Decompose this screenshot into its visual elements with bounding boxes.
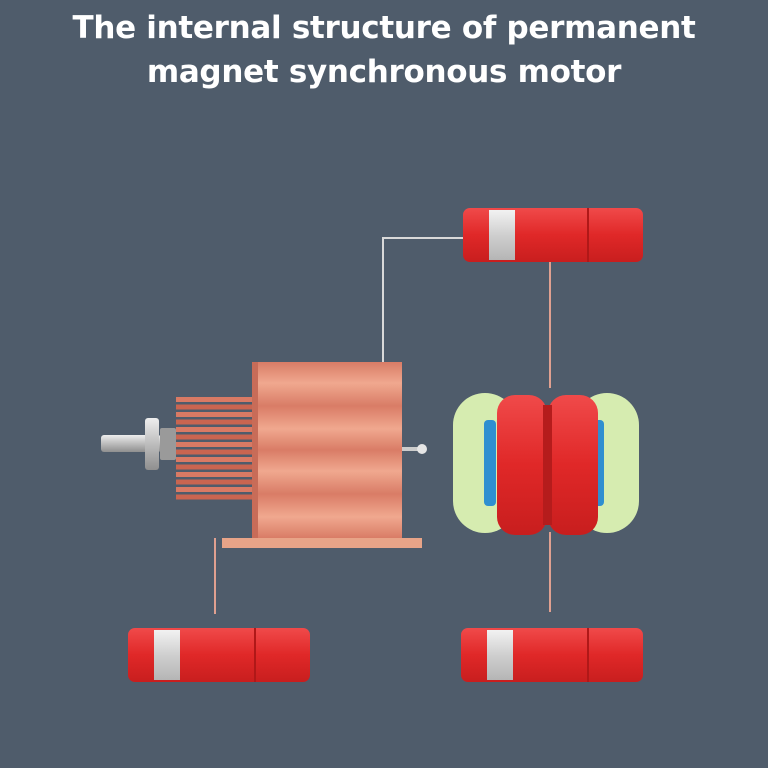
rear-shaft-cap <box>417 444 427 454</box>
cooling-fin <box>176 404 252 410</box>
cooling-fins <box>176 397 252 500</box>
cooling-fin <box>176 457 252 462</box>
cooling-fin <box>176 442 252 447</box>
rotor-disc-left <box>497 395 547 535</box>
cooling-fin <box>176 472 252 477</box>
cooling-fin <box>176 479 252 485</box>
title-line-1: The internal structure of permanent <box>72 10 696 46</box>
wire-top <box>382 237 466 362</box>
magnet-bottom-left <box>128 628 310 682</box>
magnet-bottom-right <box>461 628 643 682</box>
shaft-collar <box>145 418 159 470</box>
cooling-fin <box>176 464 252 470</box>
rotor-gap <box>543 405 552 525</box>
cooling-fin <box>176 427 252 432</box>
diagram-title: The internal structure of permanent magn… <box>0 6 768 94</box>
base-plate <box>222 538 422 548</box>
magnet-top <box>463 208 643 262</box>
rotor-disc-right <box>548 395 598 535</box>
cooling-fin <box>176 434 252 440</box>
cooling-fin <box>176 397 252 402</box>
rotor-assembly <box>453 393 639 535</box>
winding-left <box>484 420 496 506</box>
cooling-fin <box>176 494 252 500</box>
cooling-fin <box>176 487 252 492</box>
motor-housing <box>252 362 402 538</box>
wires <box>214 237 551 614</box>
cooling-fin <box>176 449 252 455</box>
motor-assembly <box>101 362 427 548</box>
shaft-flange <box>160 428 176 460</box>
cooling-fin <box>176 419 252 425</box>
title-line-2: magnet synchronous motor <box>146 54 622 90</box>
cooling-fin <box>176 412 252 417</box>
housing-edge <box>252 362 258 538</box>
